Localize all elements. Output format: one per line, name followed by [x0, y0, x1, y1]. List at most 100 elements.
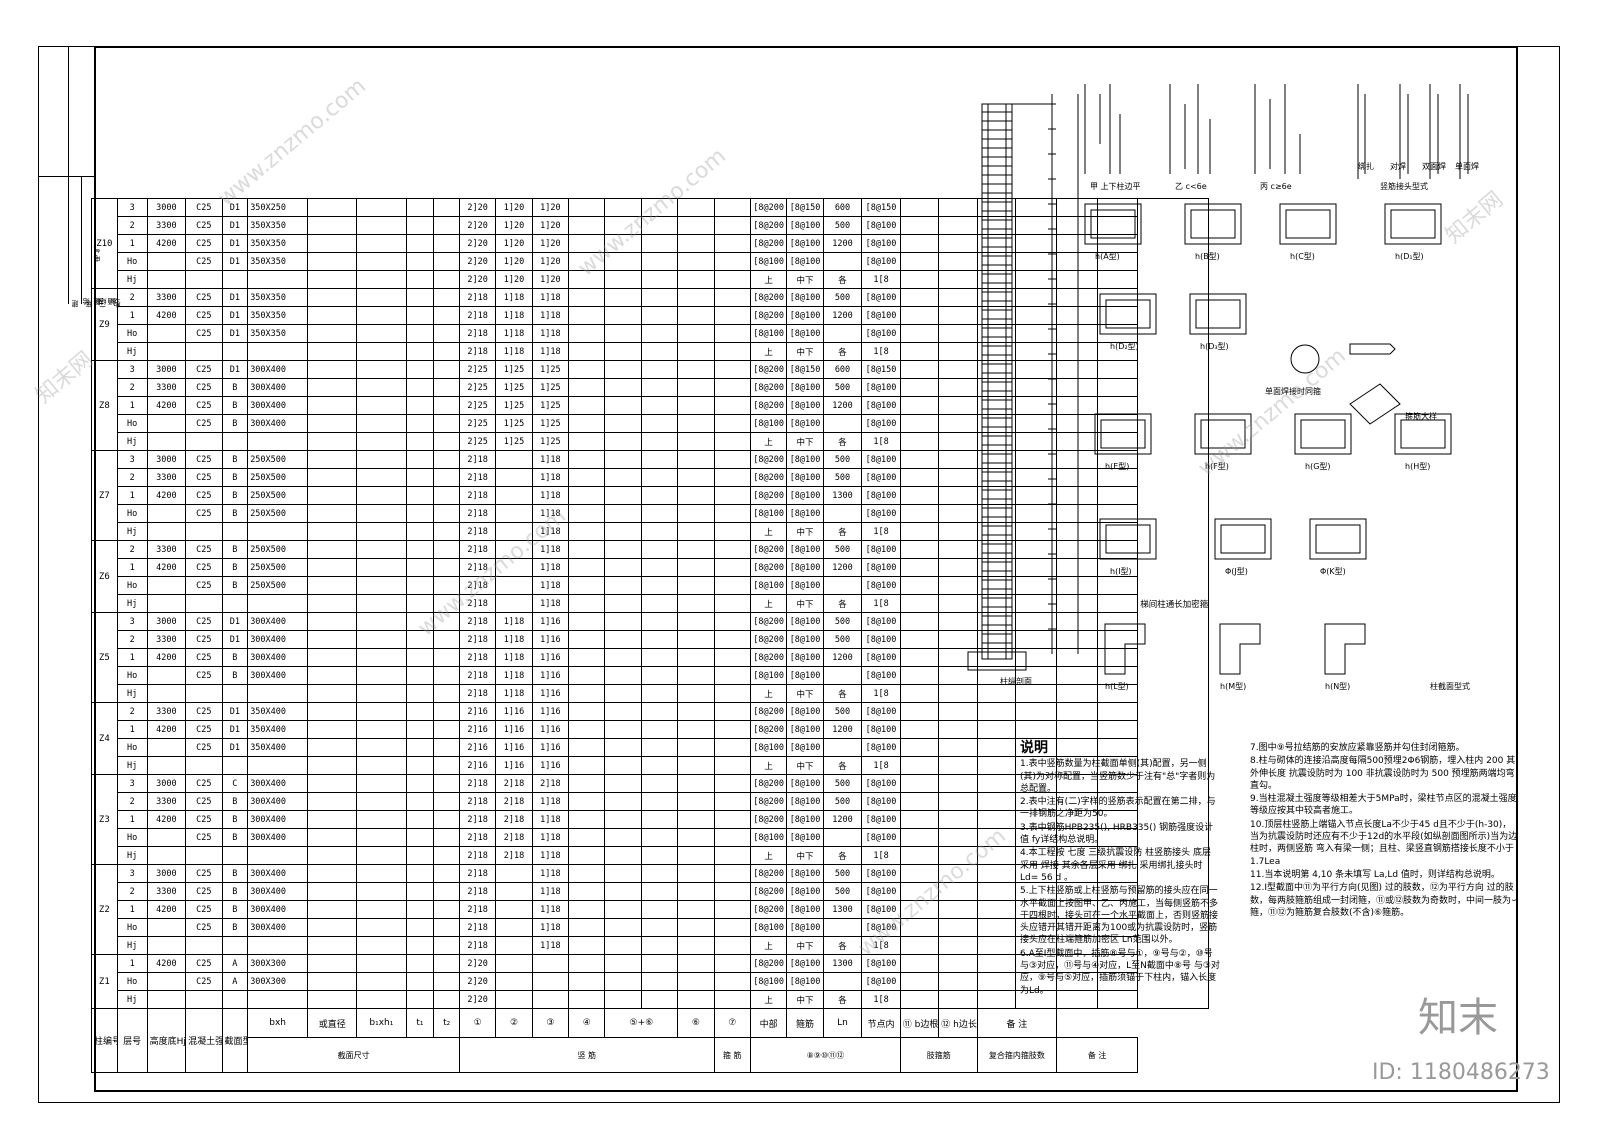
table-cell: 1]18 [531, 918, 570, 937]
empty-cell [640, 738, 679, 757]
empty-cell [899, 846, 940, 865]
table-cell: 2]18 [458, 342, 497, 361]
empty-cell [356, 522, 407, 541]
table-cell: 1]18 [531, 828, 570, 847]
table-cell: B [221, 828, 249, 847]
table-cell: [8@200 [749, 774, 788, 793]
table-cell: 1[8 [861, 846, 901, 865]
table-cell: D1 [221, 612, 249, 631]
empty-cell [899, 864, 940, 883]
empty-cell [356, 828, 407, 847]
empty-cell [356, 864, 407, 883]
empty-cell [405, 594, 435, 613]
empty-cell [899, 900, 940, 919]
empty-cell [713, 684, 751, 703]
table-cell: Ho [116, 576, 148, 595]
empty-cell [307, 360, 358, 379]
table-cell: 1 [116, 234, 148, 253]
empty-cell [307, 684, 358, 703]
table-cell [822, 972, 863, 991]
table-cell: 500 [822, 702, 863, 721]
table-cell: 1]20 [531, 216, 570, 235]
empty-cell [604, 990, 642, 1009]
empty-cell [356, 936, 407, 955]
section-type-label: h(A型) [1095, 252, 1120, 261]
empty-cell [307, 252, 358, 271]
table-cell: 350X400 [247, 702, 309, 721]
table-cell: [8@100 [861, 468, 901, 487]
table-cell: 1]18 [531, 288, 570, 307]
empty-cell [713, 234, 751, 253]
empty-cell [568, 666, 606, 685]
header-cell: 高度底Hj/Ho [146, 1008, 187, 1073]
empty-cell [568, 594, 606, 613]
empty-cell [713, 990, 751, 1009]
table-cell: [8@100 [786, 918, 824, 937]
table-cell: 上 [749, 522, 788, 541]
empty-cell [405, 234, 435, 253]
empty-cell [405, 432, 435, 451]
table-cell [146, 432, 187, 451]
table-cell: [8@200 [749, 702, 788, 721]
empty-cell [713, 756, 751, 775]
table-cell: [8@100 [749, 972, 788, 991]
table-cell [146, 918, 187, 937]
table-cell: 2]18 [458, 828, 497, 847]
table-cell [495, 558, 533, 577]
empty-cell [713, 378, 751, 397]
empty-cell [356, 684, 407, 703]
table-cell: 上 [749, 270, 788, 289]
empty-cell [899, 666, 940, 685]
empty-cell [307, 990, 358, 1009]
table-cell: 各 [822, 594, 863, 613]
empty-cell [433, 648, 460, 667]
table-cell: 600 [822, 360, 863, 379]
table-cell: 中下 [786, 522, 824, 541]
splice-types-caption: 竖筋接头型式 [1380, 181, 1428, 191]
empty-cell [433, 396, 460, 415]
table-cell: 2]20 [458, 252, 497, 271]
table-cell: 3000 [146, 774, 187, 793]
empty-cell [713, 936, 751, 955]
table-cell: 各 [822, 684, 863, 703]
table-cell: 1300 [822, 486, 863, 505]
table-cell: 3300 [146, 540, 187, 559]
table-cell: 2]18 [458, 594, 497, 613]
column-section-types [1084, 203, 1452, 675]
empty-cell [713, 216, 751, 235]
empty-cell [640, 198, 679, 217]
empty-cell [356, 288, 407, 307]
empty-cell [307, 396, 358, 415]
table-cell: [8@100 [786, 720, 824, 739]
table-cell: 1]25 [495, 378, 533, 397]
table-cell: B [221, 864, 249, 883]
table-cell: 1]25 [495, 432, 533, 451]
table-cell: 2]20 [458, 954, 497, 973]
table-cell [146, 666, 187, 685]
table-cell [495, 972, 533, 991]
table-cell [247, 270, 309, 289]
empty-cell [677, 900, 715, 919]
table-cell: C25 [185, 324, 223, 343]
empty-cell [568, 450, 606, 469]
empty-cell [677, 234, 715, 253]
empty-cell [899, 792, 940, 811]
table-cell: Ho [116, 918, 148, 937]
empty-cell [307, 432, 358, 451]
empty-cell [976, 900, 1017, 919]
empty-cell [899, 450, 940, 469]
table-cell: C25 [185, 360, 223, 379]
table-cell: Hj [116, 522, 148, 541]
empty-cell [433, 756, 460, 775]
empty-cell [677, 216, 715, 235]
empty-cell [307, 306, 358, 325]
table-cell [822, 666, 863, 685]
empty-cell [405, 288, 435, 307]
table-cell: 1]18 [495, 684, 533, 703]
table-cell [146, 576, 187, 595]
table-cell: 上 [749, 684, 788, 703]
table-cell: [8@100 [786, 252, 824, 271]
